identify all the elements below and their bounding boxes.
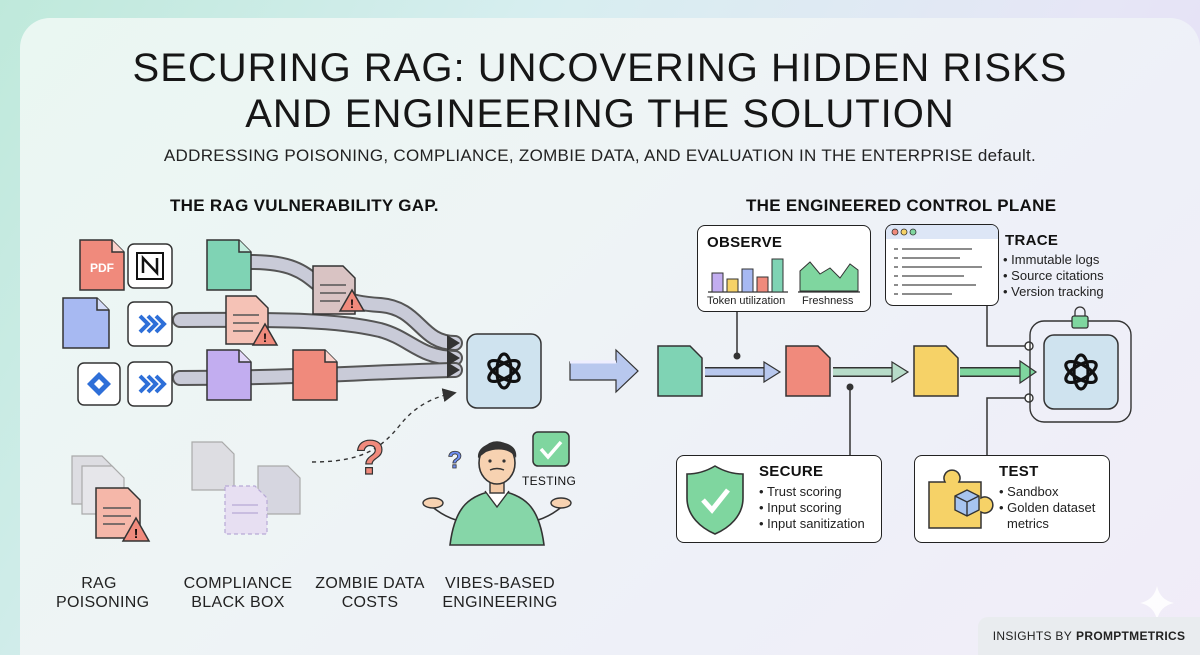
dashed-link (311, 388, 457, 463)
test-list: Sandbox Golden dataset metrics (999, 484, 1095, 532)
trace-list: Immutable logs Source citations Version … (1003, 252, 1104, 300)
pipe-arrowhead-2 (447, 350, 460, 366)
observe-mini-charts (708, 258, 860, 293)
right-section-title: THE ENGINEERED CONTROL PLANE (746, 196, 1057, 215)
pipe-arrowhead-1 (447, 335, 460, 351)
freshness-area-chart-icon (798, 261, 860, 293)
freshness-label: Freshness (802, 295, 854, 307)
teal-document-icon (206, 239, 252, 291)
test-panel: TEST Sandbox Golden dataset metrics (914, 455, 1110, 543)
rag-poisoning-icon: ! (71, 455, 151, 542)
pdf-file-icon: PDF (79, 239, 125, 291)
sparkle-icon (1140, 586, 1174, 620)
llm-logo-icon-left (466, 333, 542, 409)
secure-item: Input sanitization (759, 516, 865, 532)
pipeline (705, 359, 1038, 385)
card-background (20, 18, 1200, 655)
observe-title: OBSERVE (707, 234, 783, 251)
jira-logo-icon (127, 301, 173, 347)
confused-engineer-illustration: ? (422, 441, 572, 546)
footer-prefix: INSIGHTS BY (992, 629, 1073, 643)
svg-text:!: ! (134, 526, 138, 541)
teal-pipeline-document-icon (657, 345, 703, 397)
blue-document-icon (62, 297, 110, 349)
transition-arrow (569, 348, 639, 394)
puzzle-cube-icon (928, 469, 994, 529)
footer-brand: PROMPTMETRICS (1076, 629, 1186, 643)
trace-item: Immutable logs (1003, 252, 1104, 268)
poisoned-document-icon-1: ! (312, 265, 366, 315)
notion-logo-icon (127, 243, 173, 289)
svg-text:!: ! (263, 331, 267, 345)
llm-logo-icon-right (1064, 353, 1098, 391)
question-mark-icon: ? (355, 431, 386, 485)
test-title: TEST (999, 463, 1039, 480)
red-pipeline-document-icon (785, 345, 831, 397)
trace-item: Source citations (1003, 268, 1104, 284)
trace-title: TRACE (1005, 232, 1059, 249)
observe-panel: OBSERVE Token utilization Freshness (697, 225, 871, 312)
test-item: Golden dataset (999, 500, 1095, 516)
token-bar-chart-icon (708, 258, 788, 293)
trace-connector (986, 304, 1027, 347)
svg-text:?: ? (448, 447, 463, 474)
purple-document-icon (206, 349, 252, 401)
jira-service-logo-icon (77, 362, 121, 406)
secure-list: Trust scoring Input scoring Input saniti… (759, 484, 865, 532)
secure-title: SECURE (759, 463, 824, 480)
secured-llm-node (1029, 306, 1132, 423)
poisoned-document-icon-2: ! (225, 295, 279, 346)
pipe-arrowhead-3 (447, 362, 460, 378)
compliance-black-box-icon (191, 441, 301, 535)
secure-panel: SECURE Trust scoring Input scoring Input… (676, 455, 882, 543)
left-section-title: THE RAG VULNERABILITY GAP. (170, 196, 439, 215)
pdf-badge: PDF (90, 261, 114, 275)
test-item-continuation: metrics (1007, 516, 1049, 531)
main-title-line2: AND ENGINEERING THE SOLUTION (245, 92, 955, 136)
yellow-pipeline-document-icon (913, 345, 959, 397)
main-title-line1: SECURING RAG: UNCOVERING HIDDEN RISKS (132, 46, 1068, 90)
subtitle: ADDRESSING POISONING, COMPLIANCE, ZOMBIE… (163, 146, 1037, 165)
test-connector (986, 397, 1027, 455)
svg-text:!: ! (350, 297, 354, 311)
shield-check-icon (686, 465, 744, 535)
jira-logo-icon-2 (127, 361, 173, 407)
red-document-icon (292, 349, 338, 401)
trace-log-window (885, 224, 999, 306)
svg-text:?: ? (355, 432, 384, 485)
trace-item: Version tracking (1003, 284, 1104, 300)
secure-item: Input scoring (759, 500, 865, 516)
secure-item: Trust scoring (759, 484, 865, 500)
testing-checkbox-icon (532, 431, 570, 467)
testing-tag: TESTING (522, 474, 577, 488)
token-utilization-label: Token utilization (707, 295, 786, 307)
test-item: Sandbox (999, 484, 1095, 500)
